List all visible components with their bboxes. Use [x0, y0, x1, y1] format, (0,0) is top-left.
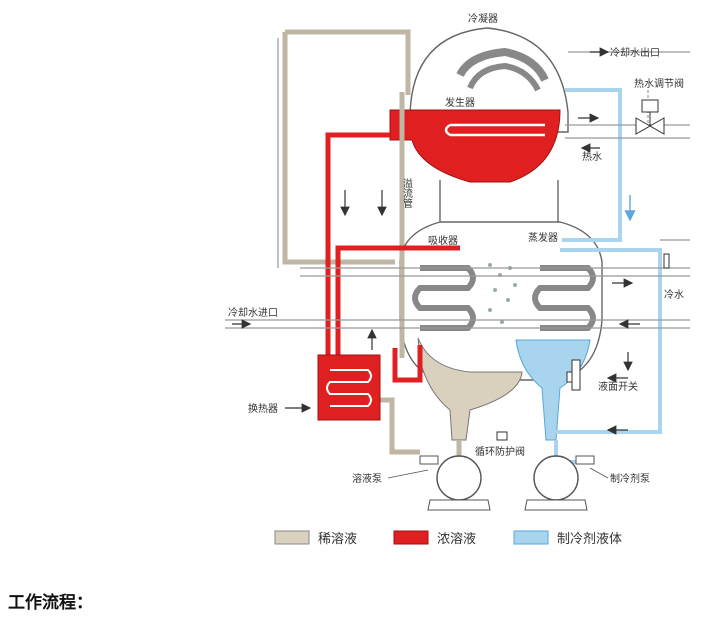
label-cooling-water-in: 冷却水进口 — [228, 306, 278, 319]
shell-neck — [439, 180, 559, 222]
legend-label-refrigerant: 制冷剂液体 — [557, 532, 622, 547]
label-heat-exchanger: 换热器 — [248, 402, 278, 415]
level-switch — [566, 359, 581, 391]
refrigerant-pump — [524, 455, 595, 511]
heat-exchanger — [317, 354, 381, 421]
label-condenser: 冷凝器 — [468, 12, 498, 25]
section-heading: 工作流程： — [8, 593, 93, 613]
label-cooling-water-out: 冷却水出口 — [610, 46, 660, 59]
evaporator-coil — [532, 265, 596, 331]
label-hot-water-valve: 热水调节阀 — [634, 77, 684, 90]
generator-vessel — [389, 109, 561, 183]
legend: 稀溶液 浓溶液 制冷剂液体 — [274, 530, 622, 547]
label-generator: 发生器 — [445, 96, 475, 109]
absorber-coil — [412, 265, 476, 331]
legend-label-dilute: 稀溶液 — [318, 532, 357, 547]
dilute-solution-sump — [417, 337, 523, 441]
circulation-valve — [496, 431, 508, 441]
hot-water-valve — [635, 99, 665, 135]
label-chilled-water: 冷水 — [664, 288, 684, 301]
label-solution-pump: 溶液泵 — [352, 472, 382, 485]
dilute-solution-pipes — [282, 29, 462, 458]
label-evaporator: 蒸发器 — [528, 231, 558, 244]
label-absorber: 吸收器 — [428, 234, 458, 247]
leader-lines — [387, 467, 609, 479]
spray-droplets — [488, 263, 517, 324]
legend-swatch-concentrated — [393, 530, 429, 545]
legend-label-concentrated: 浓溶液 — [437, 532, 476, 547]
cooling-water-lines — [225, 38, 690, 329]
label-refrigerant-pump: 制冷剂泵 — [610, 472, 650, 485]
absorption-chiller-diagram: 冷凝器 冷却水出口 热水调节阀 发生器 热水 溢流管 吸收器 蒸发器 冷却水进口… — [225, 12, 690, 547]
generator-coil — [444, 123, 545, 137]
condenser-shell — [409, 27, 569, 133]
label-level-switch: 液面开关 — [598, 380, 638, 393]
label-hot-water: 热水 — [582, 150, 602, 163]
flow-arrows — [232, 47, 640, 435]
legend-swatch-refrigerant — [513, 530, 549, 545]
solution-pump — [419, 455, 491, 511]
concentrated-solution-pipes — [325, 132, 460, 383]
thermometer — [663, 253, 670, 269]
legend-swatch-dilute — [274, 530, 310, 545]
label-overflow-pipe: 溢流管 — [401, 177, 413, 209]
label-circulation-valve: 循环防护阀 — [475, 445, 525, 458]
